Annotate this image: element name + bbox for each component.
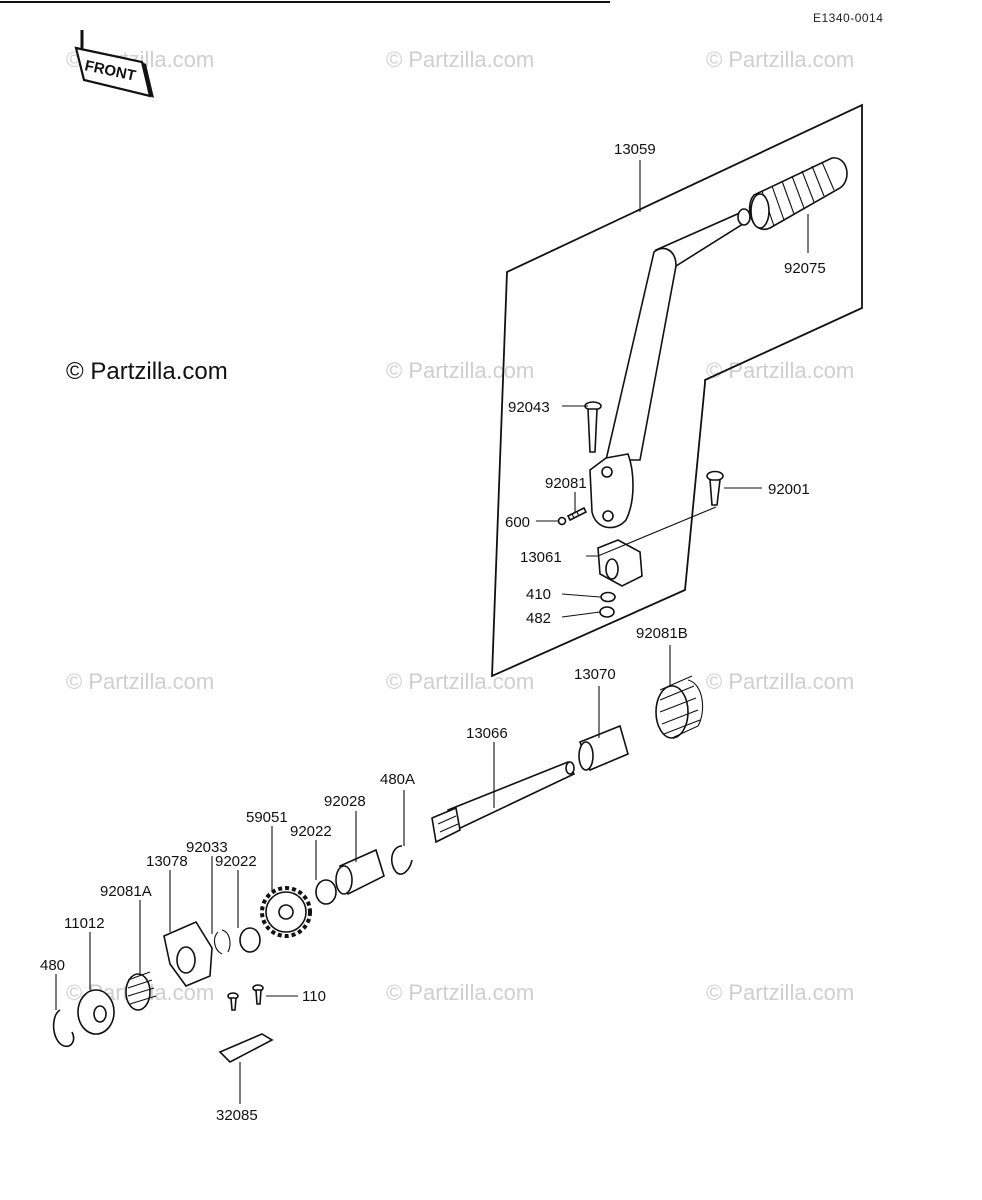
front-sign: FRONT xyxy=(74,30,154,98)
part-number[interactable]: 92033 xyxy=(186,839,228,856)
part-number[interactable]: 92001 xyxy=(768,481,810,498)
ratchet-spring xyxy=(125,971,157,1011)
washer xyxy=(600,591,616,603)
gear-washer xyxy=(239,927,261,953)
part-number[interactable]: 92022 xyxy=(290,823,332,840)
thrust-washer xyxy=(315,879,337,905)
watermark: © Partzilla.com xyxy=(706,669,854,694)
nut xyxy=(599,606,615,618)
part-number[interactable]: 480 xyxy=(40,957,65,974)
part-number[interactable]: 13078 xyxy=(146,853,188,870)
detent-spring xyxy=(566,506,588,522)
collar xyxy=(335,848,385,896)
part-number[interactable]: 13059 xyxy=(614,141,656,158)
leader-lines xyxy=(55,160,809,1104)
shaft-circlip xyxy=(52,1009,75,1048)
watermark-main: © Partzilla.com xyxy=(66,358,228,385)
part-labels: 13059 92075 92043 92081 600 92001 13061 … xyxy=(40,141,826,1124)
return-spring xyxy=(655,675,704,739)
watermark: © Partzilla.com xyxy=(706,358,854,383)
snap-ring xyxy=(213,929,231,955)
part-number[interactable]: 410 xyxy=(526,586,551,603)
watermark: © Partzilla.com xyxy=(386,47,534,72)
spring-guide xyxy=(578,724,629,772)
part-number[interactable]: 92081 xyxy=(545,475,587,492)
part-number[interactable]: 92028 xyxy=(324,793,366,810)
detent-ball xyxy=(557,516,567,526)
part-number[interactable]: 92081B xyxy=(636,625,688,642)
watermark: © Partzilla.com xyxy=(706,980,854,1005)
kick-shaft xyxy=(431,760,576,844)
pin xyxy=(584,401,602,453)
part-number[interactable]: 92022 xyxy=(215,853,257,870)
watermark-grid: © Partzilla.com © Partzilla.com © Partzi… xyxy=(66,47,854,1005)
part-number[interactable]: 482 xyxy=(526,610,551,627)
part-number[interactable]: 32085 xyxy=(216,1107,258,1124)
ratchet xyxy=(163,920,213,987)
part-number[interactable]: 600 xyxy=(505,514,530,531)
kick-gear xyxy=(260,886,312,938)
part-number[interactable]: 13066 xyxy=(466,725,508,742)
rubber-grip xyxy=(748,157,848,231)
part-number[interactable]: 110 xyxy=(302,988,326,1005)
guide-bolts xyxy=(227,984,264,1011)
pedal-bolt xyxy=(706,470,724,506)
part-number[interactable]: 11012 xyxy=(64,915,105,932)
part-number[interactable]: 59051 xyxy=(246,809,288,826)
kick-pedal-arm xyxy=(589,208,751,529)
part-number[interactable]: 13070 xyxy=(574,666,616,683)
part-number[interactable]: 92081A xyxy=(100,883,152,900)
diagram-code: E1340-0014 xyxy=(813,11,883,25)
watermark: © Partzilla.com xyxy=(66,669,214,694)
assembly-outline xyxy=(491,103,863,678)
circlip xyxy=(390,845,413,875)
part-number[interactable]: 13061 xyxy=(520,549,562,566)
part-number[interactable]: 92075 xyxy=(784,260,826,277)
part-number[interactable]: 480A xyxy=(380,771,415,788)
watermark: © Partzilla.com xyxy=(386,669,534,694)
guide-plate xyxy=(218,1033,274,1063)
watermark: © Partzilla.com xyxy=(706,47,854,72)
watermark: © Partzilla.com xyxy=(386,980,534,1005)
watermark: © Partzilla.com xyxy=(386,358,534,383)
part-number[interactable]: 92043 xyxy=(508,399,550,416)
